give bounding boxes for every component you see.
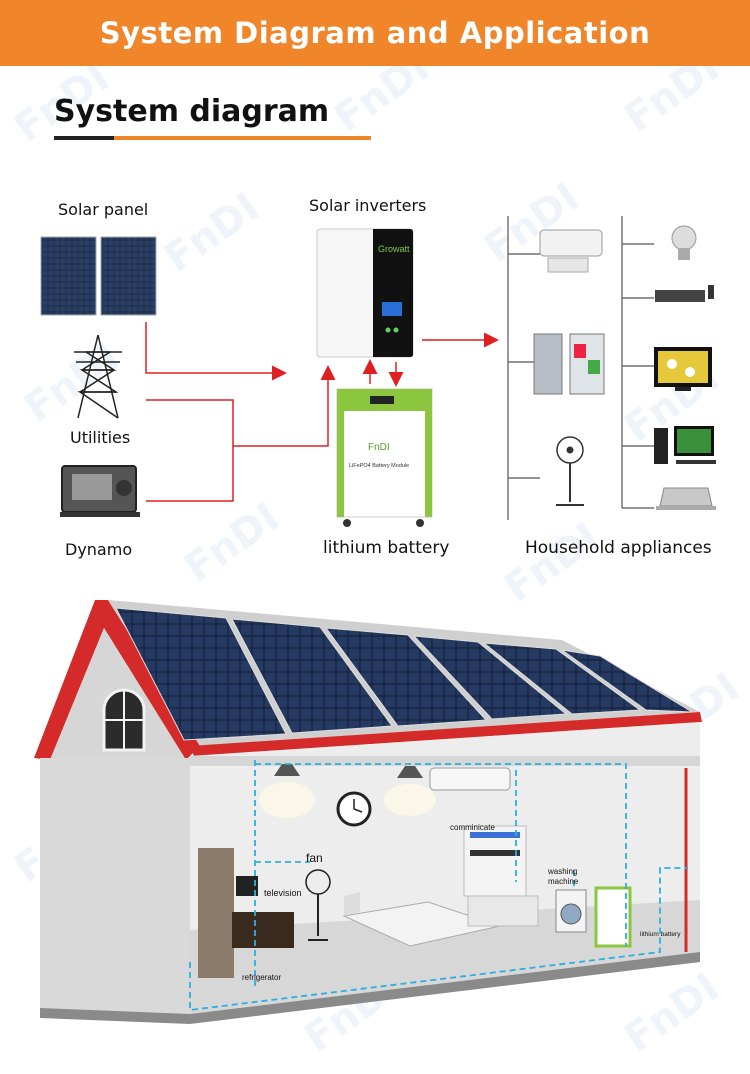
appliance-bus-lines (507, 216, 654, 520)
label-solar-panel: Solar panel (58, 200, 149, 219)
battery-icon: FnDI LiFePO4 Battery Module (336, 388, 433, 527)
power-tower-icon (74, 334, 122, 419)
battery-brand: FnDI (368, 442, 390, 453)
label-washing: washing (547, 867, 577, 876)
light-bulb-icon (671, 225, 697, 260)
round-window-icon (102, 688, 146, 752)
generator-icon (60, 465, 140, 517)
solar-panel-icon (40, 236, 157, 316)
desktop-computer-icon (654, 426, 716, 464)
inverter-brand: Growatt (378, 244, 410, 254)
tv-cabinet (232, 912, 294, 948)
air-conditioner-icon (539, 229, 603, 273)
section-underline (54, 136, 371, 140)
washing-machine-icon (555, 889, 587, 933)
inverter-icon: Growatt (316, 228, 414, 358)
television-icon (654, 347, 712, 391)
laptop-icon (656, 487, 716, 510)
wiring-lines (189, 760, 688, 1012)
label-refrigerator: refrigerator (242, 973, 281, 982)
dvd-player-icon (655, 285, 714, 302)
label-utilities: Utilities (70, 428, 131, 447)
house-scene: comminicate fan television refrigerator … (34, 600, 702, 1024)
roof-solar-panels (115, 607, 693, 741)
banner-title: System Diagram and Application (99, 16, 651, 50)
battery-icon (594, 886, 632, 948)
title-banner: System Diagram and Application (0, 0, 750, 66)
television-icon (236, 876, 258, 896)
fan-icon (305, 869, 331, 941)
label-dynamo: Dynamo (65, 540, 133, 559)
section-title: System diagram (54, 94, 330, 129)
label-television: television (264, 888, 302, 898)
label-lithium-battery: lithium battery (323, 538, 450, 558)
fan-icon (556, 436, 584, 506)
refrigerator-icon (533, 333, 605, 395)
label-fan: fan (306, 851, 323, 865)
label-communicate: comminicate (450, 823, 495, 832)
clock-icon (336, 791, 372, 827)
air-conditioner-icon (429, 767, 511, 791)
label-solar-inverters: Solar inverters (309, 196, 427, 215)
system-diagram: Growatt FnDI LiFePO4 Battery Module (40, 216, 716, 527)
battery-module-text: LiFePO4 Battery Module (349, 463, 409, 469)
label-house-lithium-battery: lithium battery (640, 931, 681, 938)
label-household-appliances: Household appliances (525, 538, 712, 558)
label-machine: machine (548, 877, 579, 886)
